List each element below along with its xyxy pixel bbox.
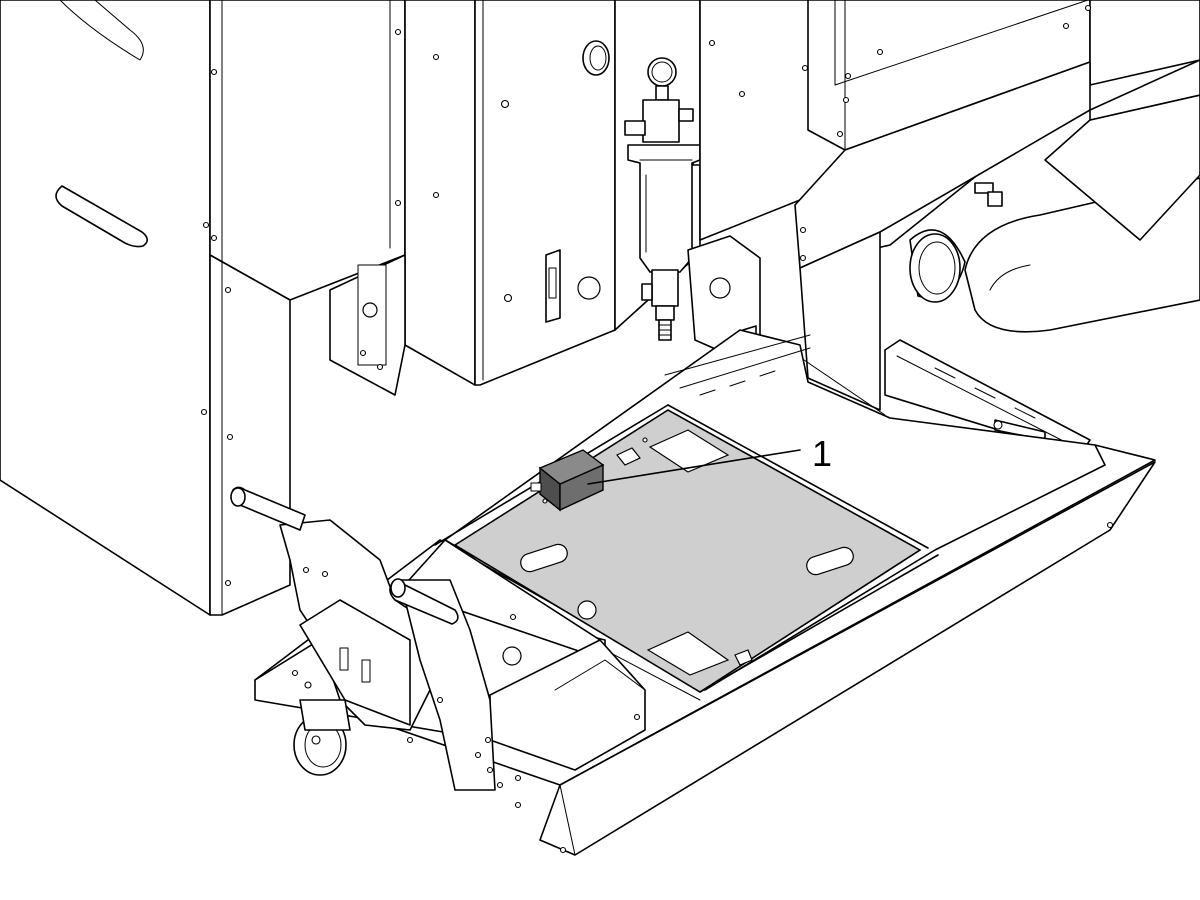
leader-line bbox=[587, 449, 801, 485]
filter-regulator bbox=[614, 0, 724, 341]
sensor-box bbox=[530, 449, 605, 512]
left-cabinet bbox=[0, 0, 406, 616]
callout-number: 1 bbox=[812, 433, 832, 474]
drawer-tray bbox=[230, 329, 1156, 856]
central-cabinet bbox=[329, 0, 616, 396]
sensor-top bbox=[538, 449, 605, 485]
callout-1: 1 bbox=[587, 433, 832, 485]
